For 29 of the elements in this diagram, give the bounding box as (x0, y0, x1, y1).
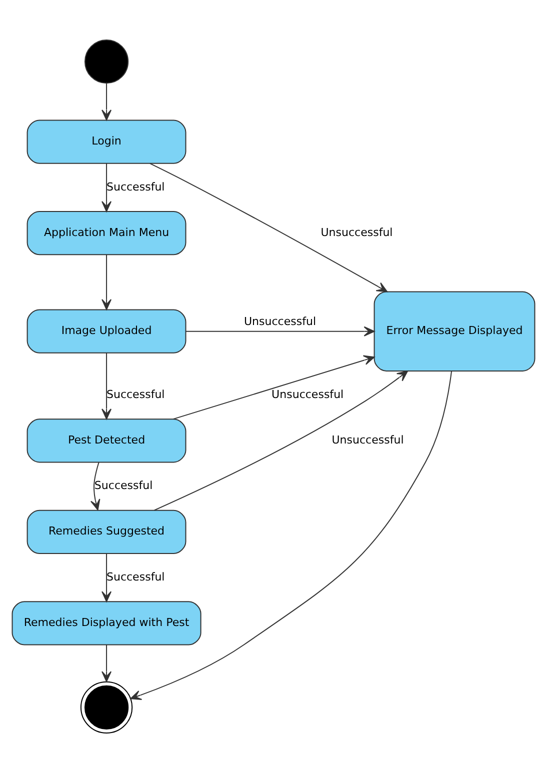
arrow (154, 370, 408, 511)
edge-label: Unsuccessful (332, 433, 404, 446)
arrow (102, 353, 112, 420)
edge-label: Unsuccessful (320, 226, 393, 239)
node-box: Remedies Displayed with Pest (12, 601, 202, 646)
arrow (102, 554, 112, 602)
node-box: Application Main Menu (26, 211, 186, 256)
edge-label: Successful (94, 479, 153, 492)
edge-label: Successful (106, 388, 165, 401)
node-box: Error Message Displayed (374, 291, 536, 372)
edge-label: Unsuccessful (272, 388, 344, 401)
arrow (130, 370, 452, 700)
node-box: Pest Detected (26, 418, 186, 463)
node-box: Image Uploaded (26, 309, 186, 354)
edge-label: Successful (106, 570, 165, 584)
arrow (102, 164, 112, 212)
edge-label: Unsuccessful (244, 315, 316, 328)
arrow (150, 162, 388, 292)
arrow (102, 644, 112, 682)
arrow (102, 254, 112, 310)
arrow (90, 462, 100, 510)
node-box: Login (26, 120, 186, 164)
arrow (186, 326, 375, 336)
edge-label: Successful (106, 180, 165, 194)
node-box: Remedies Suggested (26, 510, 186, 554)
arrow (173, 355, 375, 420)
arrow (102, 84, 112, 121)
node-circle (80, 681, 133, 734)
node-circle (84, 40, 129, 84)
